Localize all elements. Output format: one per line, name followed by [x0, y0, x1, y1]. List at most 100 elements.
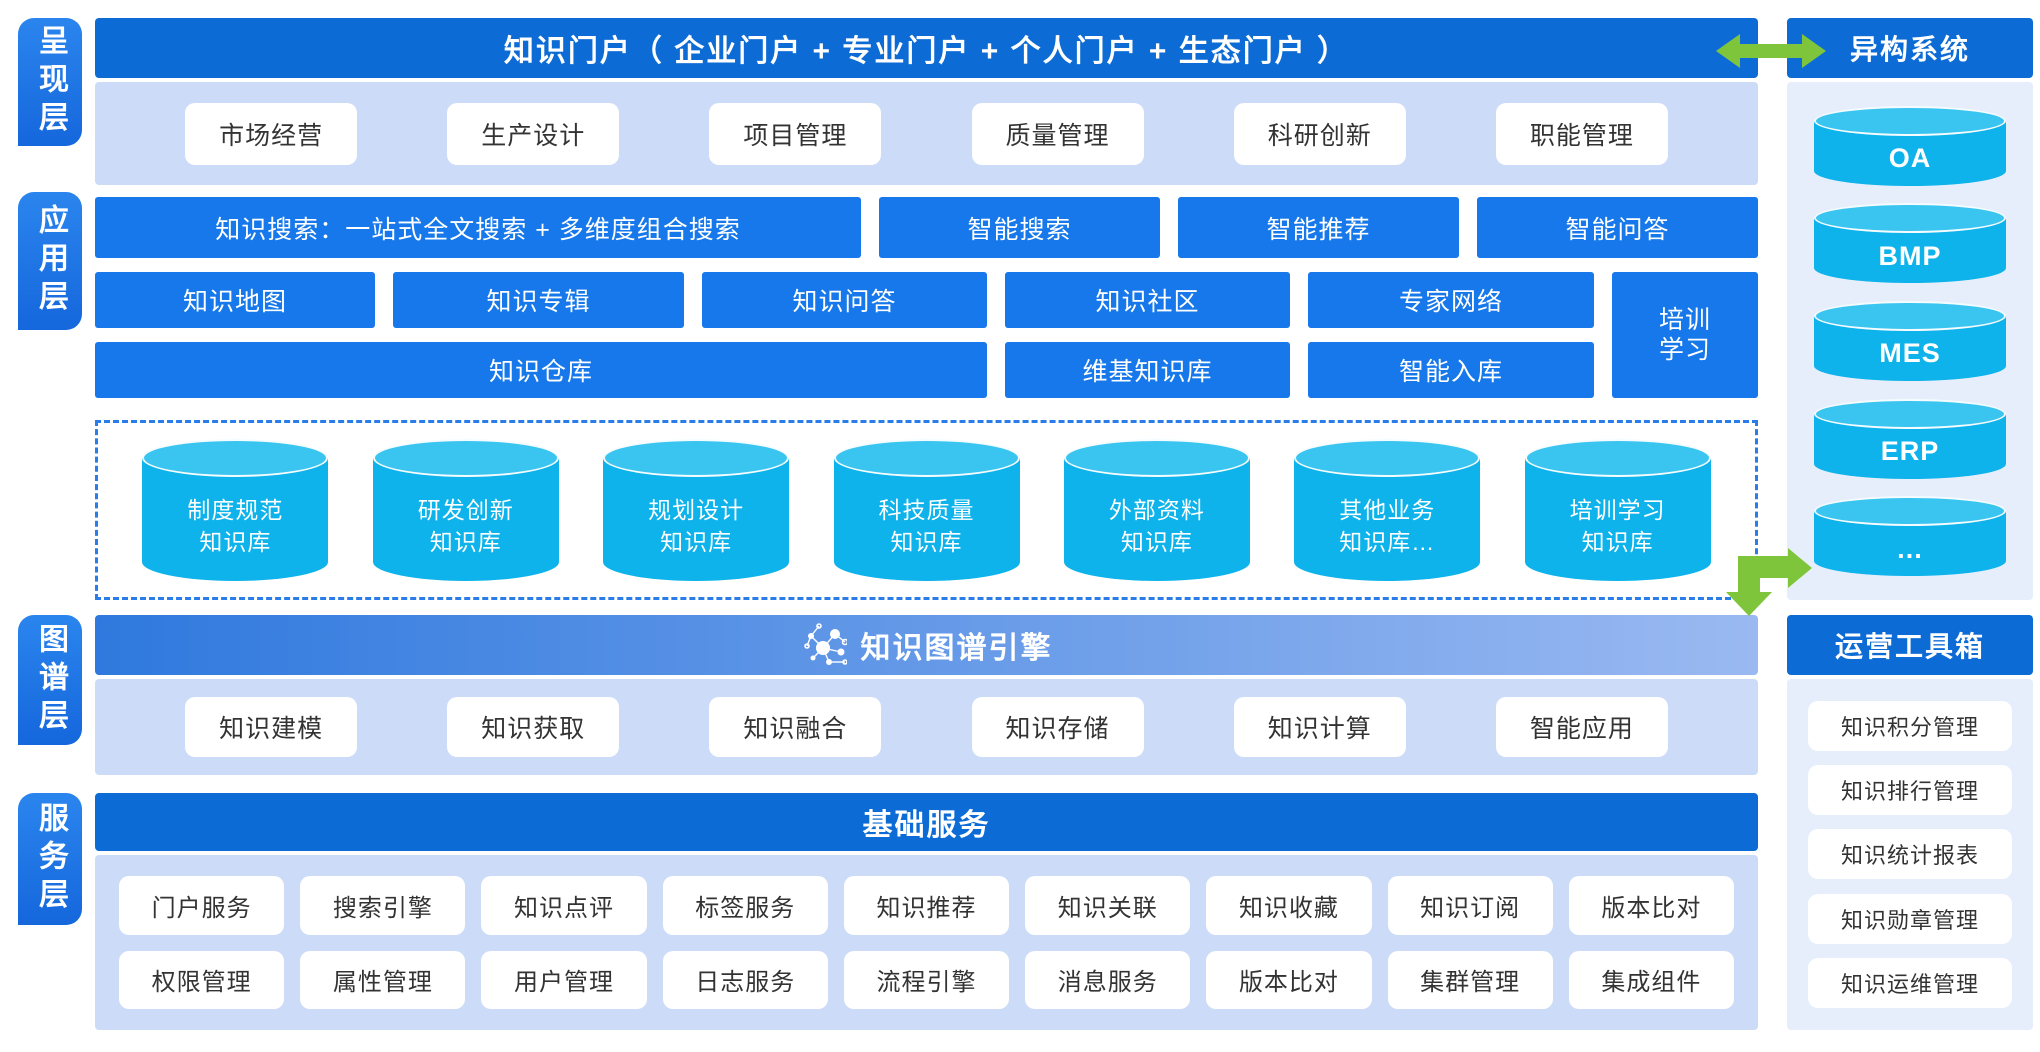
kb-label: 知识库: [199, 528, 272, 555]
portal-item: 市场经营: [185, 102, 358, 165]
cylinder-top: [372, 439, 559, 477]
base-services-panel: 门户服务 搜索引擎 知识点评 标签服务 知识推荐 知识关联 知识收藏 知识订阅 …: [95, 855, 1758, 1030]
portal-item: 生产设计: [447, 102, 620, 165]
layer-label-application: 应用层: [18, 192, 82, 330]
ops-item: 知识勋章管理: [1808, 893, 2012, 944]
kb-label: 培训学习: [1569, 497, 1666, 524]
service-item: 集群管理: [1387, 950, 1553, 1009]
application-row-search: 知识搜索：一站式全文搜索 + 多维度组合搜索 智能搜索 智能推荐 智能问答: [95, 197, 1758, 258]
ops-toolbox-panel: 知识积分管理 知识排行管理 知识统计报表 知识勋章管理 知识运维管理: [1787, 679, 2033, 1030]
cylinder-top: [833, 439, 1020, 477]
kb-cylinder: 其他业务 知识库…: [1294, 439, 1481, 581]
service-item: 知识推荐: [843, 876, 1010, 935]
portal-banner: 知识门户（ 企业门户 + 专业门户 + 个人门户 + 生态门户 ）: [95, 18, 1758, 78]
cylinder-body: 其他业务 知识库…: [1294, 458, 1481, 581]
ops-item: 知识运维管理: [1808, 957, 2012, 1008]
ops-item: 知识积分管理: [1808, 701, 2012, 752]
graph-panel: 知识建模 知识获取 知识融合 知识存储 知识计算 智能应用: [95, 679, 1758, 775]
kb-label: 知识库: [890, 528, 963, 555]
knowledge-base-group: 制度规范 知识库 研发创新 知识库 规划设计 知识库 科技质量 知识库: [95, 420, 1758, 600]
graph-item: 知识存储: [971, 697, 1144, 757]
cylinder-top: [1814, 203, 2006, 234]
layer-label-service: 服务层: [18, 793, 82, 925]
graph-engine-title: 知识图谱引擎: [860, 632, 1053, 665]
kb-label: 科技质量: [878, 497, 975, 524]
service-item: 用户管理: [481, 950, 647, 1009]
training-line: 培训: [1658, 306, 1711, 334]
service-item: 知识点评: [481, 876, 647, 935]
kb-cylinder: 规划设计 知识库: [603, 439, 790, 581]
graph-item: 知识计算: [1233, 697, 1406, 757]
system-cylinder: BMP: [1814, 203, 2006, 284]
graph-item: 知识融合: [709, 697, 882, 757]
app-block: 智能入库: [1308, 342, 1594, 398]
graph-engine-header: 知识图谱引擎: [95, 615, 1758, 675]
kb-cylinder: 外部资料 知识库: [1063, 439, 1250, 581]
service-item: 知识收藏: [1206, 876, 1372, 935]
cylinder-top: [142, 439, 329, 477]
kb-cylinder: 研发创新 知识库: [372, 439, 559, 581]
layer-label-presentation: 呈现层: [18, 18, 82, 146]
app-block: 知识专辑: [393, 272, 684, 328]
cylinder-body: 规划设计 知识库: [603, 458, 790, 581]
service-item: 版本比对: [1206, 950, 1372, 1009]
double-arrow-icon: [1716, 34, 1826, 68]
portal-item: 职能管理: [1495, 102, 1668, 165]
application-grid: 知识地图 知识专辑 知识问答 知识社区 专家网络 培训 学习 知识仓库 维基知识…: [95, 272, 1758, 398]
service-item: 搜索引擎: [300, 876, 466, 935]
kb-label: 知识库: [1581, 528, 1654, 555]
app-block: 智能搜索: [879, 197, 1160, 258]
service-item: 版本比对: [1568, 876, 1734, 935]
cylinder-body: 研发创新 知识库: [372, 458, 559, 581]
kb-label: 知识库…: [1339, 528, 1436, 555]
cylinder-top: [1814, 496, 2006, 527]
app-block: 专家网络: [1308, 272, 1594, 328]
app-block: 知识问答: [702, 272, 987, 328]
kb-label: 知识库: [429, 528, 502, 555]
system-cylinder: …: [1814, 496, 2006, 577]
kb-label: 知识库: [660, 528, 733, 555]
app-block-training: 培训 学习: [1612, 272, 1758, 398]
service-item: 门户服务: [119, 876, 285, 935]
kb-label: 研发创新: [417, 497, 514, 524]
graph-item: 知识获取: [447, 697, 620, 757]
service-item: 知识订阅: [1387, 876, 1553, 935]
service-item: 消息服务: [1025, 950, 1191, 1009]
kb-label: 知识库: [1120, 528, 1193, 555]
kb-label: 制度规范: [187, 497, 284, 524]
cylinder-top: [1524, 439, 1711, 477]
service-item: 标签服务: [662, 876, 828, 935]
app-block: 知识社区: [1005, 272, 1290, 328]
service-item: 知识关联: [1025, 876, 1191, 935]
elbow-arrow-icon: [1726, 548, 1812, 616]
kb-cylinder: 科技质量 知识库: [833, 439, 1020, 581]
kb-label: 其他业务: [1339, 497, 1436, 524]
ops-toolbox-header: 运营工具箱: [1787, 615, 2033, 675]
app-block-warehouse: 知识仓库: [95, 342, 987, 398]
app-block: 维基知识库: [1005, 342, 1290, 398]
app-block: 知识地图: [95, 272, 375, 328]
portal-item: 科研创新: [1233, 102, 1406, 165]
kb-cylinder: 培训学习 知识库: [1524, 439, 1711, 581]
graph-item: 知识建模: [185, 697, 358, 757]
cylinder-body: 科技质量 知识库: [833, 458, 1020, 581]
portal-item: 项目管理: [709, 102, 882, 165]
service-item: 属性管理: [300, 950, 466, 1009]
service-item: 日志服务: [662, 950, 828, 1009]
ops-item: 知识排行管理: [1808, 765, 2012, 816]
kb-cylinder: 制度规范 知识库: [142, 439, 329, 581]
training-line: 学习: [1658, 336, 1711, 364]
graph-item: 智能应用: [1495, 697, 1668, 757]
cylinder-top: [1063, 439, 1250, 477]
layer-label-graph: 图谱层: [18, 615, 82, 745]
knowledge-search-block: 知识搜索：一站式全文搜索 + 多维度组合搜索: [95, 197, 861, 258]
service-item: 权限管理: [119, 950, 285, 1009]
portal-item: 质量管理: [971, 102, 1144, 165]
service-item: 流程引擎: [843, 950, 1010, 1009]
cylinder-body: 培训学习 知识库: [1524, 458, 1711, 581]
cylinder-top: [1814, 105, 2006, 136]
base-services-header: 基础服务: [95, 793, 1758, 851]
app-block: 智能问答: [1477, 197, 1758, 258]
cylinder-body: 外部资料 知识库: [1063, 458, 1250, 581]
